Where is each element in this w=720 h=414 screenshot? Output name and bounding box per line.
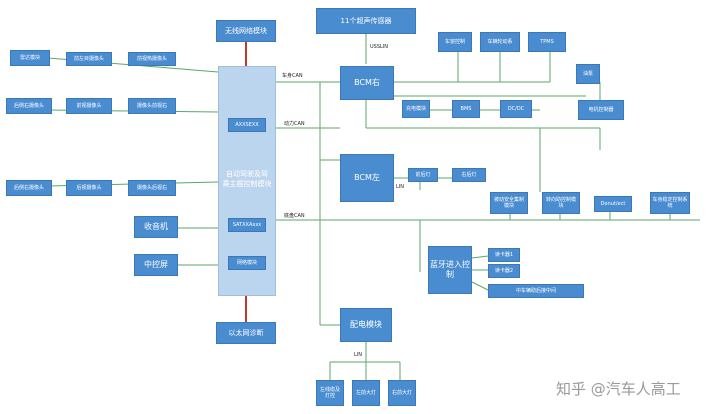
front-rear-lamp: 前后灯	[408, 168, 438, 182]
front-thermal-camera: 前视热摄像头	[128, 52, 176, 66]
power-can-label: 动力CAN	[284, 121, 305, 127]
rear-right-camera-1: 后侧右摄像头	[6, 98, 52, 114]
tpms-module: TPMS	[528, 32, 566, 52]
card-reader-1: 读卡器1	[488, 248, 520, 262]
bcm-left: BCM左	[340, 154, 394, 202]
radio-module: 收音机	[134, 216, 178, 238]
left-front-headlamp: 左前大灯	[352, 380, 380, 406]
donut-module: Donut/ect	[594, 196, 632, 212]
left-cable-lamp-control: 左线缆及灯控	[316, 380, 344, 406]
wireless-gateway-module: 无线网络模块	[216, 20, 276, 42]
front-left-camera: 前左目摄像头	[66, 52, 112, 66]
charger-module: 充电模块	[402, 100, 430, 118]
chassis-can-label: 底盘CAN	[284, 213, 305, 219]
radar-module: 雷达模块	[10, 50, 50, 66]
oil-pump: 油泵	[576, 64, 600, 84]
stability-control: 车身稳定控制系统	[650, 192, 690, 214]
vehicle-aux-display: 中车辆助后接中间	[488, 284, 584, 298]
bcm-right: BCM右	[340, 66, 394, 100]
central-port-mid: SATXXAxxx	[228, 218, 266, 232]
center-screen: 中控屏	[134, 254, 178, 276]
steering-control-module: 转向助控制模块	[542, 192, 580, 214]
body-can-label: 车身CAN	[282, 73, 303, 79]
front-right-camera: 摄像头前视右	[128, 98, 176, 114]
card-reader-2: 读卡器2	[488, 264, 520, 278]
central-port-eth: 网络模块	[228, 256, 266, 270]
wheel-drive-system: 车辆轮动系	[480, 32, 520, 52]
motor-controller: 电机控制器	[578, 100, 624, 120]
right-front-headlamp: 右前大灯	[388, 380, 416, 406]
rear-right-view-camera: 摄像头后视右	[128, 180, 176, 196]
window-control: 车窗控制	[438, 32, 472, 52]
rear-right-camera-2: 后侧右摄像头	[6, 180, 52, 196]
ethernet-diagnostic: 以太网诊断	[216, 322, 276, 344]
bms-module: BMS	[452, 100, 480, 118]
central-unit-label-line1: 自动驾驶及驾	[226, 170, 268, 178]
rear-view-camera: 后视摄像头	[66, 180, 112, 196]
power-dist-lin: LIN	[354, 352, 363, 358]
central-unit-label: 自动驾驶及驾 乘主题控制模块	[218, 170, 276, 190]
passive-safety-module: 被动安全集制模块	[490, 192, 528, 214]
bluetooth-access-control: 蓝牙进入控制	[428, 246, 472, 294]
right-rear-lamp: 右后灯	[452, 168, 486, 182]
central-unit-label-line2: 乘主题控制模块	[222, 179, 272, 188]
power-distribution-module: 配电模块	[340, 308, 392, 342]
bcm-left-lin: LIN	[396, 184, 405, 190]
front-view-camera: 前视摄像头	[66, 98, 112, 114]
central-port-top: AXXSEXX	[228, 118, 266, 132]
dcdc-module: DC/DC	[500, 100, 532, 118]
ultrasonic-sensors: 11个超声传感器	[316, 8, 416, 34]
watermark: 知乎 @汽车人高工	[556, 380, 681, 398]
uss-lin-label: USSLIN	[370, 44, 389, 50]
